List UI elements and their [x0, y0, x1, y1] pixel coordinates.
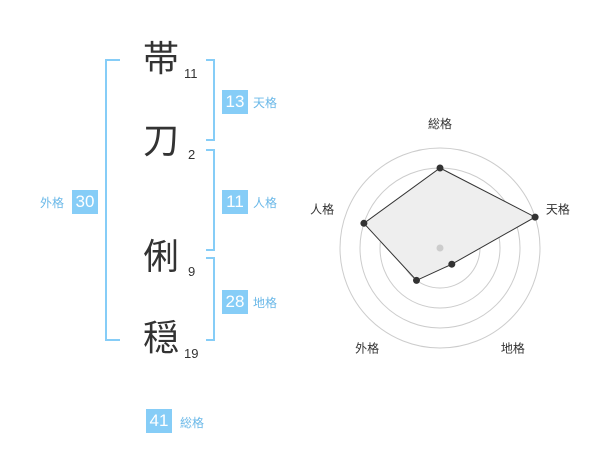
radar-data-polygon	[363, 167, 537, 282]
chikaku-value: 28	[222, 290, 248, 314]
radar-point-4	[413, 276, 420, 284]
name-char-4: 穏	[143, 318, 180, 359]
radar-center-dot	[436, 244, 444, 252]
tenkaku-label: 天格	[253, 96, 278, 110]
gaikaku-value: 30	[72, 190, 98, 214]
name-char-1: 帯	[143, 39, 180, 80]
soukaku-value: 41	[146, 409, 172, 433]
radar-axis-label-5: 人格	[310, 202, 334, 217]
jinkaku-label: 人格	[253, 196, 278, 210]
radar-point-1	[436, 164, 444, 172]
jinkaku-bracket	[206, 149, 215, 251]
soukaku-label: 総格	[180, 416, 205, 430]
radar-axis-label-3: 地格	[501, 340, 525, 355]
name-char-3: 俐	[143, 237, 180, 278]
stroke-count-1: 11	[184, 66, 198, 81]
tenkaku-bracket	[206, 59, 215, 141]
stroke-count-4: 19	[184, 346, 199, 361]
stroke-count-3: 9	[188, 264, 196, 279]
radar-ring	[339, 147, 541, 349]
chikaku-bracket	[206, 257, 215, 341]
jinkaku-value: 11	[222, 190, 248, 214]
radar-axis-label-4: 外格	[355, 340, 379, 355]
tenkaku-value: 13	[222, 90, 248, 114]
name-char-2: 刀	[143, 121, 180, 162]
radar-axis-label-1: 総格	[428, 116, 452, 131]
radar-point-2	[531, 213, 539, 221]
outer-bracket	[105, 59, 120, 341]
radar-point-5	[360, 219, 368, 227]
stroke-count-2: 2	[188, 147, 196, 162]
chikaku-label: 地格	[253, 296, 278, 310]
radar-point-3	[448, 260, 456, 268]
gaikaku-label: 外格	[40, 196, 65, 210]
radar-axis-label-2: 天格	[546, 202, 570, 217]
